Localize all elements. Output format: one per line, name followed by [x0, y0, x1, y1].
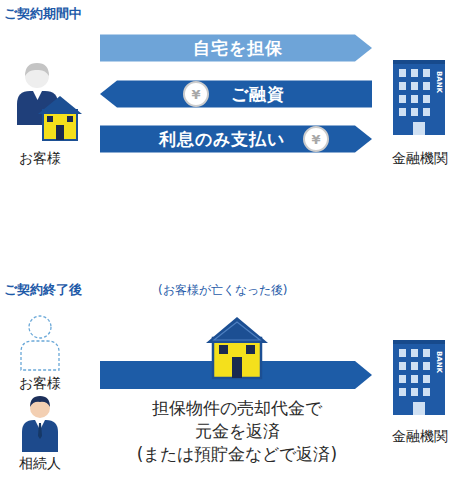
heir-icon: [22, 420, 58, 452]
actor-node: お客様: [0, 305, 100, 393]
flow-arrow: [100, 35, 372, 62]
customer-icon: [25, 64, 49, 88]
customer-icon: [33, 91, 42, 100]
arrow-label: ご融資: [231, 83, 285, 106]
arrow-label: 担保物件の売却代金で 元金を返済 (または預貯金などで返済): [117, 397, 357, 466]
deceased-customer-icon: [21, 341, 59, 370]
customer-icon: [25, 63, 49, 76]
yen-symbol: ¥: [311, 132, 320, 147]
yen-coin: [304, 127, 328, 151]
house-icon: [67, 116, 73, 122]
bank-icon: [393, 340, 445, 415]
heir-icon: [22, 396, 58, 452]
house-icon: [43, 110, 77, 140]
house-icon: [56, 125, 64, 140]
deceased-customer-icon: [29, 316, 51, 338]
arrow-label: 利息のみ支払い: [159, 128, 285, 151]
deceased-customer-icon: [21, 316, 59, 370]
node-label: 金融機関: [392, 150, 448, 168]
bank-sign: BANK: [435, 71, 443, 93]
collateral-house-icon: [219, 345, 228, 354]
collateral-house-icon: [213, 338, 261, 378]
house-icon: [38, 96, 82, 114]
section-heading: ご契約終了後: [4, 281, 82, 299]
collateral-house-icon: [246, 345, 255, 354]
bank-icon: [393, 60, 445, 135]
actor-node: 相続人: [0, 395, 100, 475]
section-heading: ご契約期間中: [4, 5, 82, 23]
yen-coin: [184, 82, 208, 106]
collateral-house-icon: [232, 357, 242, 378]
flow-arrow: [100, 81, 372, 108]
node-label: 相続人: [19, 455, 61, 473]
collateral-house-icon: [206, 317, 268, 378]
flow-arrow: [100, 126, 372, 153]
heir-icon: [30, 396, 50, 407]
bank-sign: BANK: [435, 351, 443, 373]
actor-node: お客様: [0, 62, 100, 170]
house-icon: [47, 116, 53, 122]
node-label: 金融機関: [392, 428, 448, 446]
actor-node: 金融機関: [372, 55, 458, 170]
actor-node: 金融機関: [372, 330, 458, 455]
yen-symbol: ¥: [191, 87, 200, 102]
node-label: お客様: [19, 375, 61, 393]
heir-icon: [38, 423, 42, 439]
arrow-label: 自宅を担保: [193, 37, 283, 60]
section-note: (お客様が亡くなった後): [158, 282, 287, 299]
node-label: お客様: [19, 150, 61, 168]
collateral-house-icon: [214, 322, 260, 340]
house-icon: [38, 96, 82, 140]
collateral-house-icon: [206, 317, 268, 343]
